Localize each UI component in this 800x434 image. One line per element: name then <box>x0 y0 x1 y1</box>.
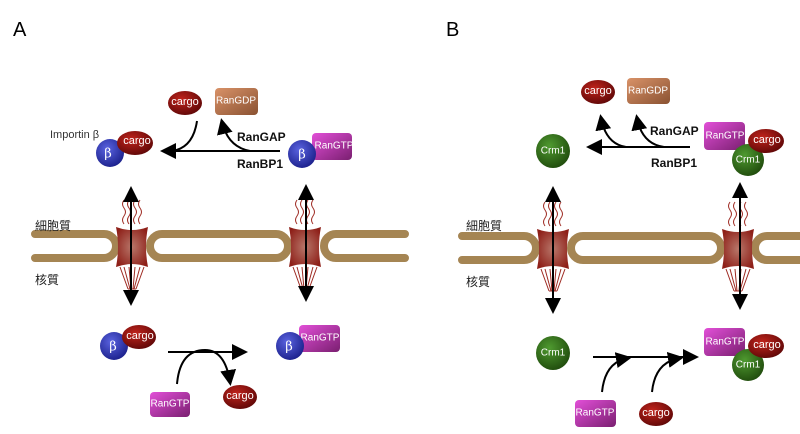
panel-b: B 細胞質 核質 cargo RanGDP Crm1 RanGAP RanBP1… <box>446 19 800 427</box>
binding-curve <box>651 352 684 393</box>
importin-beta-label: Importin β <box>50 129 99 141</box>
crm1-label: Crm1 <box>541 146 566 157</box>
cargo-label: cargo <box>123 135 151 147</box>
rangap-label: RanGAP <box>650 124 699 138</box>
cytoplasm-label: 細胞質 <box>466 218 502 233</box>
release-curve <box>631 114 665 148</box>
cargo-molecule <box>122 325 156 349</box>
crm1-molecule <box>732 144 764 176</box>
cargo-label: cargo <box>584 85 612 97</box>
rangtp-molecule <box>575 400 616 427</box>
release-curve <box>595 114 627 148</box>
rangdp-molecule <box>627 78 670 104</box>
rangtp-label: RanGTP <box>706 131 745 142</box>
panel-b-label: B <box>446 19 459 41</box>
crm1-label: Crm1 <box>736 155 761 166</box>
panel-a-label: A <box>13 19 27 41</box>
release-curve <box>217 118 251 152</box>
nuclear-envelope-a <box>31 230 409 262</box>
crm1-label: Crm1 <box>541 348 566 359</box>
cytoplasm-label: 細胞質 <box>35 218 71 233</box>
nuclear-envelope-b <box>458 232 800 264</box>
beta-symbol: β <box>298 148 306 163</box>
ranbp1-label: RanBP1 <box>237 157 283 171</box>
rangap-label: RanGAP <box>237 130 286 144</box>
crm1-molecule <box>536 336 570 370</box>
crm1-label: Crm1 <box>736 360 761 371</box>
cargo-molecule <box>639 402 673 426</box>
cargo-label: cargo <box>753 134 781 146</box>
cargo-label: cargo <box>226 390 254 402</box>
rangtp-molecule <box>704 328 745 356</box>
rangtp-label: RanGTP <box>315 141 354 152</box>
nucleoplasm-label: 核質 <box>466 274 490 289</box>
nuclear-pore <box>721 201 755 292</box>
rangtp-label: RanGTP <box>151 399 190 410</box>
cargo-molecule <box>168 91 202 115</box>
rangdp-label: RanGDP <box>216 96 256 107</box>
importin-beta <box>276 332 304 360</box>
rangtp-label: RanGTP <box>706 337 745 348</box>
rangtp-molecule <box>299 325 340 352</box>
cargo-label: cargo <box>642 407 670 419</box>
beta-symbol: β <box>104 147 112 162</box>
importin-beta <box>100 332 128 360</box>
rangdp-label: RanGDP <box>628 86 668 97</box>
importin-beta <box>288 140 316 168</box>
cargo-molecule <box>117 131 153 155</box>
cargo-label: cargo <box>171 96 199 108</box>
importin-beta <box>96 139 124 167</box>
binding-curve <box>601 352 632 393</box>
rangdp-molecule <box>215 88 258 115</box>
rangtp-label: RanGTP <box>301 333 340 344</box>
cargo-label: cargo <box>753 339 781 351</box>
cargo-molecule <box>748 334 784 358</box>
crm1-molecule <box>536 134 570 168</box>
rangtp-label: RanGTP <box>576 408 615 419</box>
exchange-curve <box>176 348 237 386</box>
crm1-molecule <box>732 349 764 381</box>
cargo-molecule <box>223 385 257 409</box>
rangtp-molecule <box>312 133 352 160</box>
beta-symbol: β <box>109 340 117 355</box>
cargo-molecule <box>748 129 784 153</box>
ranbp1-label: RanBP1 <box>651 156 697 170</box>
rangtp-molecule <box>150 392 190 417</box>
rangtp-molecule <box>704 122 745 150</box>
nucleoplasm-label: 核質 <box>35 272 59 287</box>
release-curve <box>171 120 198 152</box>
panel-a: A 細胞質 核質 cargo RanGDP Importin β β cargo… <box>13 19 409 417</box>
cargo-label: cargo <box>126 330 154 342</box>
beta-symbol: β <box>285 340 293 355</box>
cargo-molecule <box>581 80 615 104</box>
